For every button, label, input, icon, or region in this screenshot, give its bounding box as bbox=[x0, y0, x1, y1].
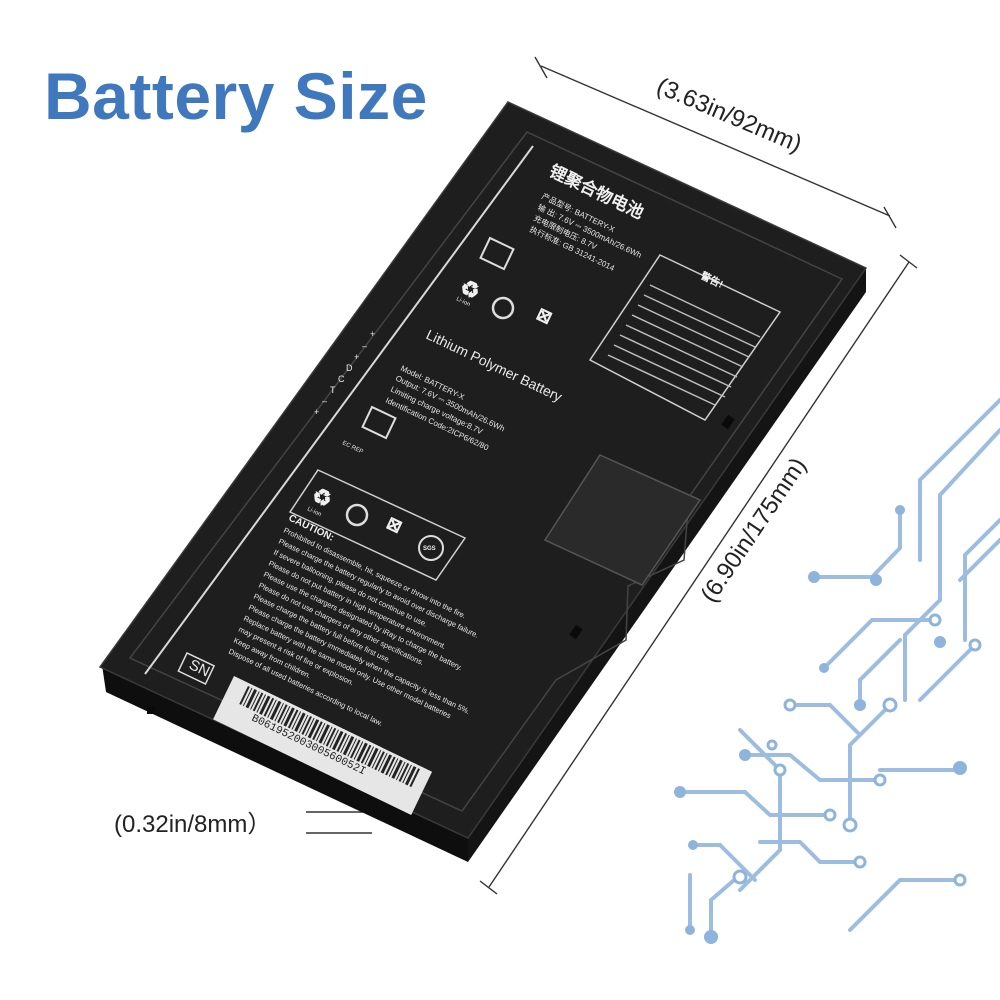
edge-notches bbox=[147, 414, 735, 714]
pin-1: + bbox=[370, 329, 375, 339]
battery-face bbox=[98, 101, 868, 839]
pin-5: C bbox=[338, 374, 345, 384]
recycle-label-en: Li-ion bbox=[306, 506, 322, 518]
caution-symbols-box bbox=[288, 469, 467, 581]
factory-icon-cn bbox=[479, 236, 515, 271]
recycle-label-cn: Li-ion bbox=[455, 296, 471, 308]
thickness-dimension-label: (0.32in/8mm） bbox=[114, 811, 271, 838]
pin-3: + bbox=[354, 352, 359, 362]
five-year-icon-en bbox=[345, 503, 369, 527]
sgs-label: SGS bbox=[423, 546, 436, 552]
pin-4: D bbox=[346, 363, 353, 373]
pin-2: – bbox=[362, 341, 367, 351]
page-title: Battery Size bbox=[44, 59, 428, 133]
pin-8: + bbox=[314, 407, 319, 417]
battery-recess bbox=[543, 454, 702, 586]
battery: B06195200300560052I 锂聚合物电池 产品型号: BATTERY… bbox=[98, 101, 868, 862]
width-dimension-label: (3.63in/92mm) bbox=[653, 73, 806, 158]
pin-markers: + – + D C T – + bbox=[314, 329, 375, 417]
circuit-nodes bbox=[674, 505, 967, 944]
circuit-decoration bbox=[678, 398, 1000, 937]
dimension-lines bbox=[306, 56, 918, 895]
circuit-rings bbox=[732, 613, 982, 887]
pin-7: – bbox=[322, 396, 327, 406]
label-left-line bbox=[144, 145, 534, 675]
warning-text-lines bbox=[607, 284, 761, 406]
sgs-icon bbox=[418, 535, 444, 561]
warning-box bbox=[588, 254, 782, 421]
factory-icon-en bbox=[361, 405, 397, 440]
pin-6: T bbox=[330, 385, 336, 395]
battery-side bbox=[102, 665, 468, 862]
battery-edge bbox=[468, 268, 866, 862]
barcode-bars bbox=[239, 686, 420, 788]
sn-box bbox=[177, 652, 216, 685]
five-year-icon-cn bbox=[491, 296, 515, 320]
